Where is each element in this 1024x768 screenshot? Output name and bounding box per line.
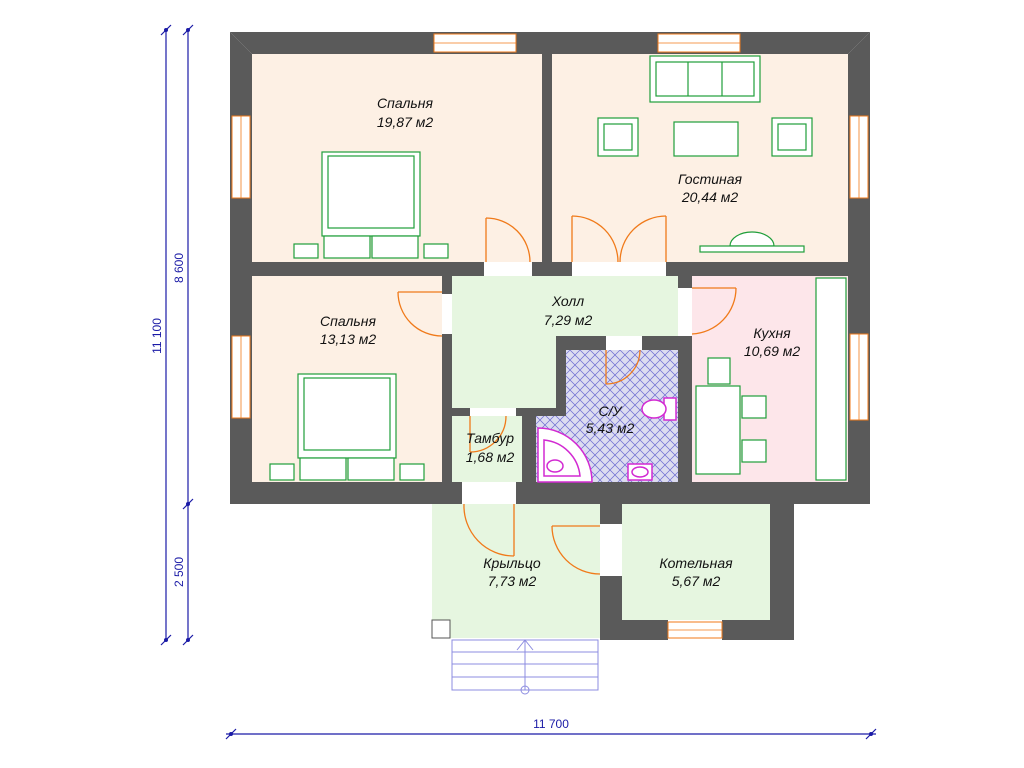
bedroom2-area: 13,13 м2	[320, 331, 377, 347]
kitchen-chair-r1	[741, 395, 767, 419]
living-name: Гостиная	[678, 171, 743, 187]
wall-boiler-bottom-left	[600, 620, 668, 640]
kitchen-name: Кухня	[753, 325, 791, 341]
hall-floor	[452, 276, 678, 408]
hall-name: Холл	[551, 293, 584, 309]
kitchen-table	[695, 385, 741, 475]
bathroom-name: С/У	[599, 403, 624, 419]
bedroom1-name: Спальня	[377, 95, 433, 111]
toilet	[641, 397, 677, 421]
kitchen-area: 10,69 м2	[744, 343, 801, 359]
dim-porch-height: 2 500	[172, 557, 186, 587]
sofa-living	[649, 55, 761, 103]
wall-outer-left	[230, 32, 252, 504]
living-area: 20,44 м2	[681, 189, 739, 205]
bathroom-area: 5,43 м2	[586, 420, 635, 436]
dim-total-height: 11 100	[150, 318, 164, 354]
wall-bath-left-upper	[556, 336, 566, 414]
wall-boiler-bottom-right	[722, 620, 794, 640]
boiler-area: 5,67 м2	[672, 573, 721, 589]
vestibule-area: 1,68 м2	[466, 449, 515, 465]
porch-details	[431, 619, 599, 695]
tv-stand	[699, 231, 805, 253]
wall-bedroom2-hall	[442, 276, 452, 294]
bedroom2-name: Спальня	[320, 313, 376, 329]
wall-bedrooms-divider	[252, 262, 484, 276]
wall-vestibule-bath	[522, 408, 536, 482]
wall-hall-kitchen	[678, 276, 692, 288]
wall-boiler-top	[600, 504, 622, 524]
boiler-floor	[622, 504, 770, 620]
boiler-name: Котельная	[659, 555, 733, 571]
wall-bedroom2-hall-low	[442, 334, 452, 482]
room-labels: Спальня 19,87 м2 Гостиная 20,44 м2 Спаль…	[320, 95, 801, 589]
wall-bedroom-living	[542, 54, 552, 262]
wall-bath-top-right	[642, 336, 678, 350]
coffee-table	[673, 121, 739, 157]
porch-name: Крыльцо	[483, 555, 541, 571]
bedroom1-area: 19,87 м2	[377, 114, 434, 130]
wall-bath-top-left	[556, 336, 606, 350]
bathtub	[537, 427, 593, 483]
porch-floor	[432, 504, 600, 638]
furniture	[269, 55, 847, 481]
wall-boiler-right	[770, 504, 794, 640]
bed-bedroom1	[293, 151, 449, 259]
wall-outer-bottom-left	[230, 482, 462, 504]
wall-living-kitchen	[666, 262, 848, 276]
bed-bedroom2	[269, 373, 425, 481]
dim-total-width: 11 700	[533, 717, 569, 731]
wall-outer-right	[848, 32, 870, 504]
armchair-right	[771, 117, 813, 157]
wall-hall-living-mid	[532, 262, 572, 276]
vestibule-name: Тамбур	[466, 430, 514, 446]
wall-kitchen-bath	[678, 336, 692, 482]
dim-main-height: 8 600	[172, 253, 186, 283]
doors	[397, 215, 737, 575]
sink	[627, 463, 653, 481]
porch-area: 7,73 м2	[488, 573, 537, 589]
sanitary-fixtures	[537, 397, 677, 483]
kitchen-counter	[815, 277, 847, 481]
wall-vestibule-top-left	[452, 408, 470, 416]
wall-vestibule-top-right	[516, 408, 566, 416]
hall-area: 7,29 м2	[544, 312, 593, 328]
porch-post	[431, 619, 451, 639]
kitchen-chair-r2	[741, 439, 767, 463]
armchair-left	[597, 117, 639, 157]
wall-outer-top	[230, 32, 870, 54]
kitchen-chair-top	[707, 357, 731, 385]
wall-outer-bottom-right	[516, 482, 870, 504]
